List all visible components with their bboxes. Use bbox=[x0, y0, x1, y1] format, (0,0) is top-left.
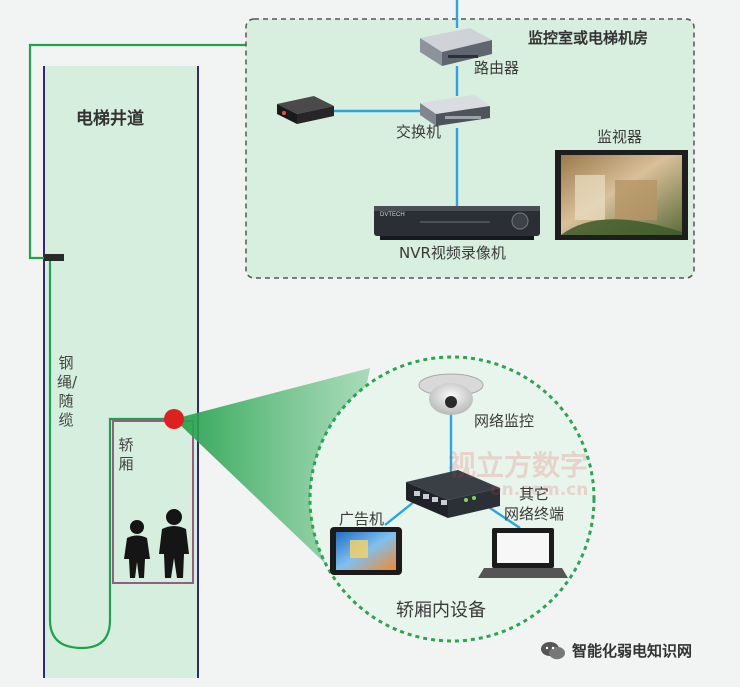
ad-player-label: 广告机 bbox=[339, 510, 385, 528]
car-devices-title: 轿厢内设备 bbox=[396, 600, 486, 621]
network-links bbox=[334, 0, 459, 206]
nvr-brand-label: DVTECH bbox=[380, 212, 405, 218]
elevator-shaft bbox=[44, 66, 198, 678]
monitor-icon bbox=[555, 150, 688, 240]
passengers-icon bbox=[124, 509, 189, 578]
travelling-cable bbox=[28, 43, 302, 650]
rope-label: 钢绳/随缆 bbox=[57, 354, 78, 429]
elevator-car bbox=[112, 420, 194, 584]
shaft-title: 电梯井道 bbox=[76, 109, 144, 129]
watermark-line2: on.com.cn bbox=[490, 480, 589, 500]
nvr-icon bbox=[374, 206, 540, 240]
switch-icon bbox=[420, 95, 490, 126]
dome-camera-icon bbox=[418, 373, 484, 415]
cable-clamp bbox=[44, 254, 64, 261]
router-icon bbox=[420, 28, 492, 66]
footer-brand-text: 智能化弱电知识网 bbox=[572, 642, 693, 660]
poe-switch-icon bbox=[406, 470, 500, 518]
monitor-label: 监视器 bbox=[597, 128, 643, 146]
watermark-line1: 视立方数字 bbox=[448, 449, 589, 482]
ad-player-icon bbox=[330, 527, 402, 575]
car-label: 轿厢 bbox=[118, 436, 134, 473]
control-room-title: 监控室或电梯机房 bbox=[528, 29, 649, 47]
router-label: 路由器 bbox=[474, 59, 520, 77]
media-converter-icon bbox=[277, 96, 334, 124]
switch-label: 交换机 bbox=[396, 123, 442, 141]
laptop-icon bbox=[478, 528, 568, 578]
footer-brand: 智能化弱电知识网 bbox=[540, 640, 692, 661]
camera-label: 网络监控 bbox=[474, 412, 535, 430]
nvr-label: NVR视频录像机 bbox=[399, 244, 506, 262]
wechat-icon bbox=[541, 641, 565, 659]
car-location-dot bbox=[164, 409, 184, 429]
other-terminal-label: 其它 网络终端 bbox=[504, 485, 565, 523]
